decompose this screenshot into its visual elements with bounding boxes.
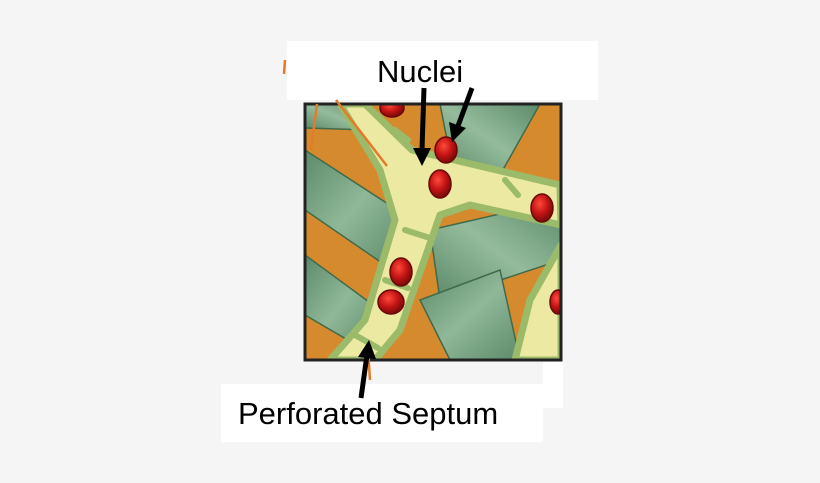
perforated-septum-label: Perforated Septum [238,396,499,431]
nuclei-arrowhead-2 [449,122,466,142]
septum-arrow [358,354,370,399]
hyphae-square [305,104,561,360]
nuclei-arrowhead-1 [413,148,431,166]
septum-arrowhead [358,340,376,359]
illustration-border [303,102,563,362]
nuclei-label: Nuclei [377,54,464,89]
top-label-panel [287,41,598,100]
bottom-label-panel [221,384,543,442]
nuclei-arrow-1 [419,87,427,151]
septa [352,127,521,351]
right-label-panel [543,362,563,408]
nuclei-arrow-2 [455,87,475,127]
pointer-arrows [358,87,475,399]
nuclei [377,104,561,315]
